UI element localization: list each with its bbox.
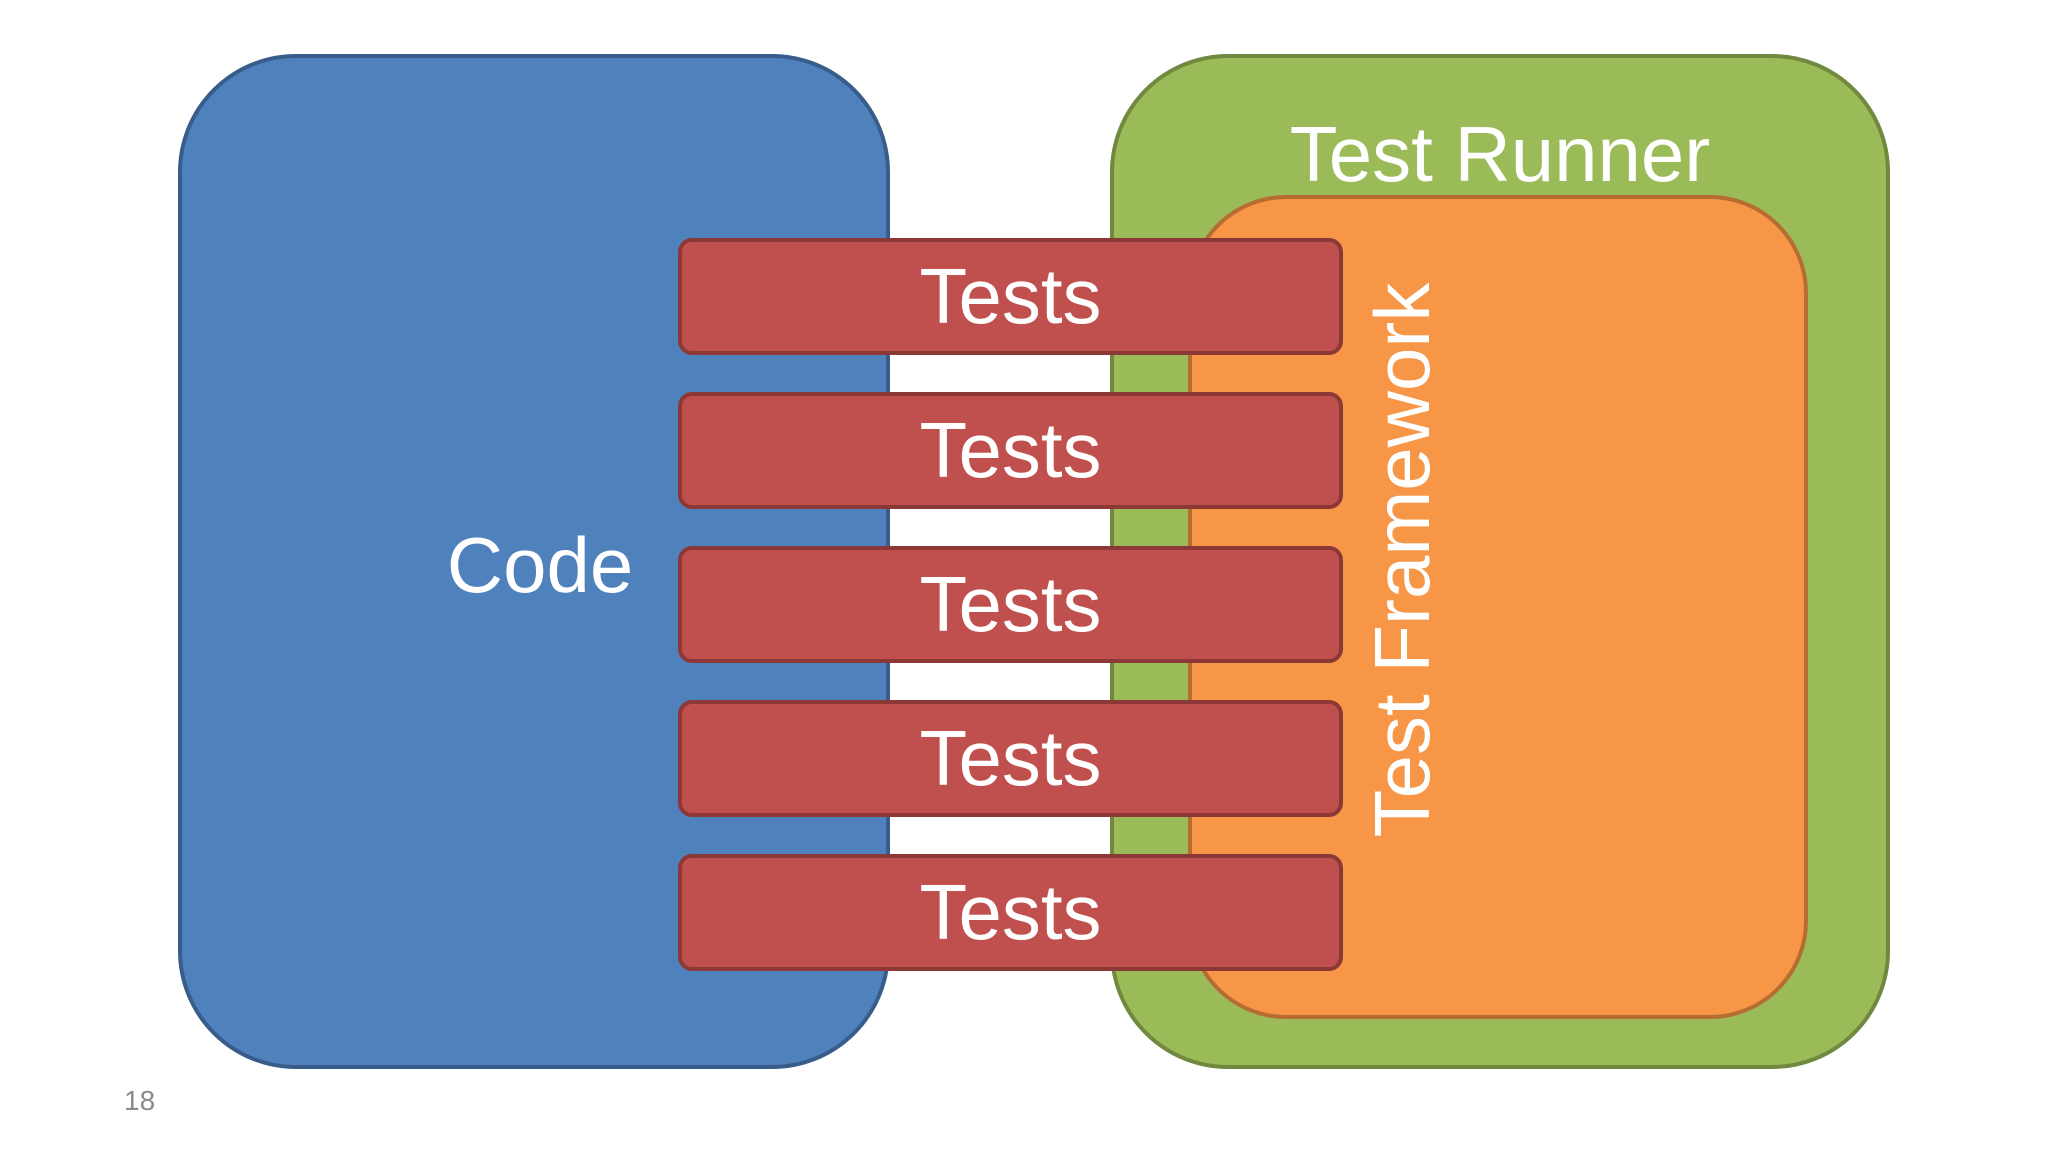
test-framework-label: Test Framework xyxy=(1358,282,1446,838)
slide-page-number: 18 xyxy=(124,1085,156,1116)
tests-bar-5: Tests xyxy=(678,854,1343,971)
test-runner-label: Test Runner xyxy=(1289,110,1711,198)
code-label: Code xyxy=(446,521,634,609)
tests-bar-1: Tests xyxy=(678,238,1343,355)
tests-bar-2: Tests xyxy=(678,392,1343,509)
tests-bar-3: Tests xyxy=(678,546,1343,663)
tests-bar-4: Tests xyxy=(678,700,1343,817)
